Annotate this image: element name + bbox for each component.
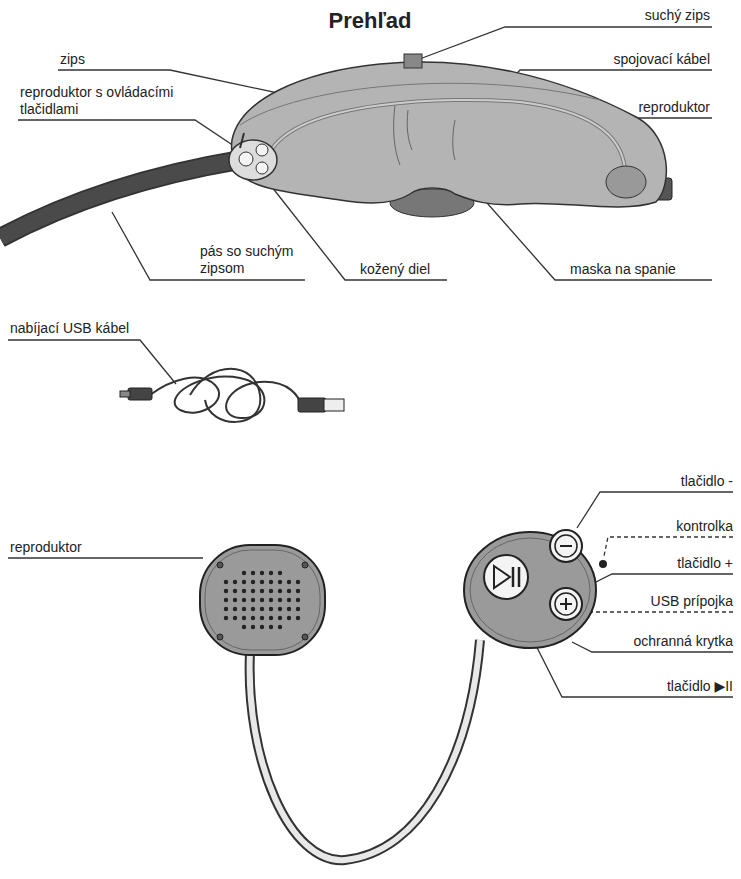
- part-label: spojovací kábel: [613, 51, 710, 68]
- part-label: nabíjací USB kábel: [10, 320, 129, 337]
- connecting-cable: [270, 100, 625, 170]
- usb-plug: [120, 388, 344, 412]
- control-unit: [464, 532, 596, 648]
- screw: [217, 562, 308, 640]
- ribbon-cable: [250, 640, 480, 860]
- part-label: zips: [60, 51, 85, 68]
- button: [256, 144, 268, 156]
- speaker: [606, 166, 646, 198]
- minus-button: [550, 530, 582, 562]
- velcro: [404, 54, 422, 68]
- leader-lines: [8, 27, 733, 697]
- strap: [0, 160, 240, 238]
- indicator-led: [599, 560, 607, 568]
- part-label: suchý zips: [645, 7, 710, 24]
- speaker: [200, 545, 325, 655]
- button: [256, 162, 268, 174]
- connecting-cable: [270, 100, 625, 170]
- part-label: tlačidlo +: [677, 555, 733, 572]
- zip-pull: [240, 133, 244, 148]
- usb-cable: [150, 369, 300, 422]
- diagram-title: Prehľad: [220, 8, 520, 34]
- part-label: reproduktor: [10, 539, 82, 556]
- part-label: ochranná krytka: [633, 633, 733, 650]
- button: [239, 152, 253, 166]
- sleep-mask: [232, 62, 667, 207]
- part-label: tlačidlo ▶II: [667, 678, 733, 695]
- part-label: tlačidlo -: [681, 473, 733, 490]
- part-label: pás so suchým zipsom: [200, 243, 300, 277]
- part-label: maska na spanie: [570, 261, 676, 278]
- plus-button: [550, 588, 582, 620]
- fold: [394, 105, 455, 165]
- part-label: kontrolka: [676, 518, 733, 535]
- speaker-rim: [205, 550, 320, 650]
- part-label: reproduktor: [638, 99, 710, 116]
- part-label: USB prípojka: [651, 593, 733, 610]
- ribbon-cable: [250, 640, 480, 860]
- zipper: [240, 83, 600, 125]
- part-label: reproduktor s ovládacími tlačidlami: [20, 84, 220, 118]
- strap: [0, 160, 240, 238]
- control-speaker: [229, 140, 277, 180]
- play-pause-button: [484, 555, 528, 599]
- speaker-grille: [224, 571, 300, 629]
- part-label: kožený diel: [360, 261, 430, 278]
